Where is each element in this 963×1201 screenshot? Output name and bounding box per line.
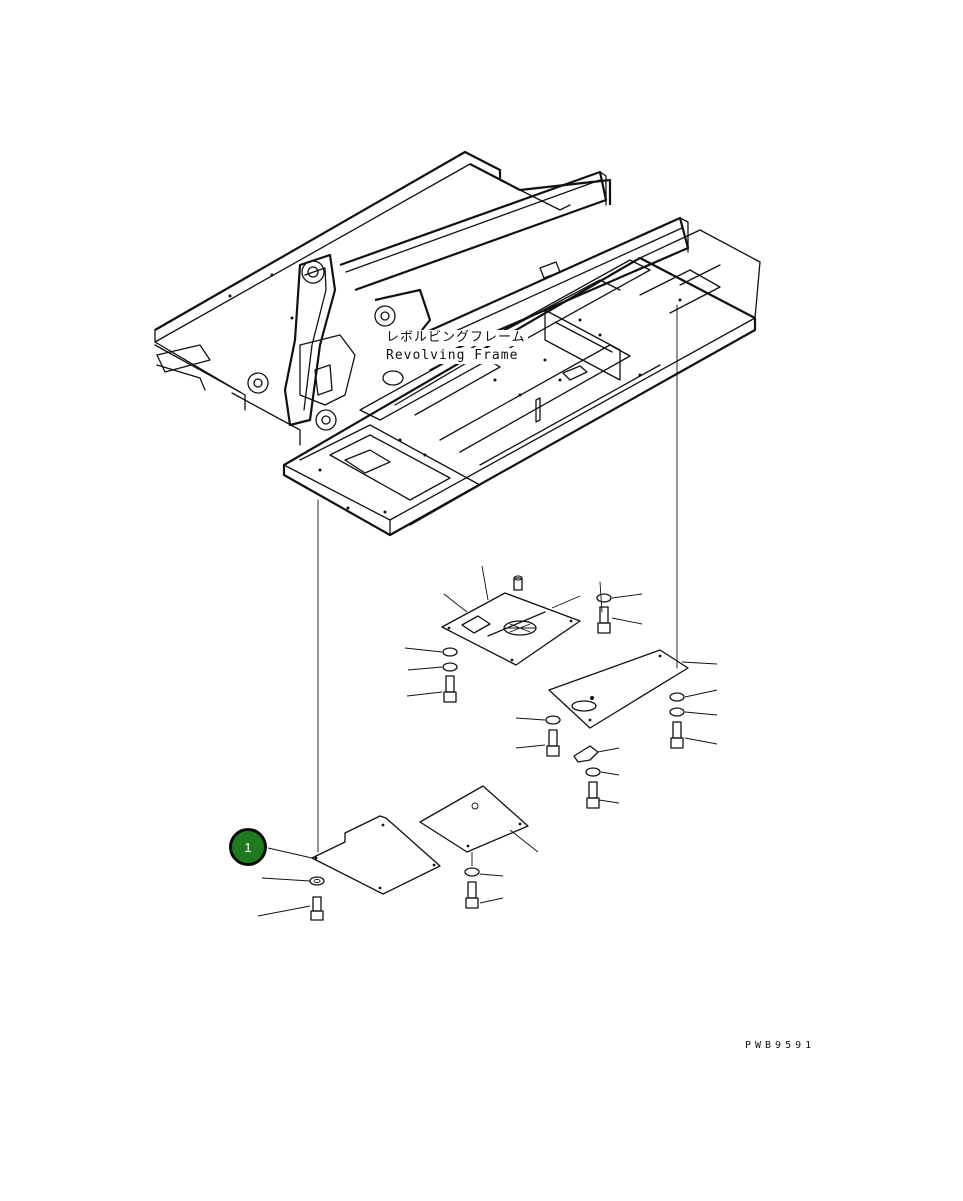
revolving-frame <box>154 150 761 537</box>
undercover-3[interactable] <box>441 592 581 666</box>
drawing-id: PWB9591 <box>745 1040 816 1051</box>
callout-number: 1 <box>244 839 252 855</box>
washer-icon <box>309 876 325 886</box>
callout-1[interactable]: 1 <box>229 828 267 866</box>
undercover-2[interactable] <box>419 785 529 853</box>
alignment-lines <box>317 304 678 853</box>
frame-label-english: Revolving Frame <box>384 348 521 364</box>
bolt-icon <box>310 896 324 921</box>
undercover-4[interactable] <box>548 649 689 729</box>
frame-label-japanese: レボルビングフレーム <box>384 330 528 346</box>
undercover-1[interactable] <box>311 815 441 895</box>
frame-holes <box>228 273 682 514</box>
